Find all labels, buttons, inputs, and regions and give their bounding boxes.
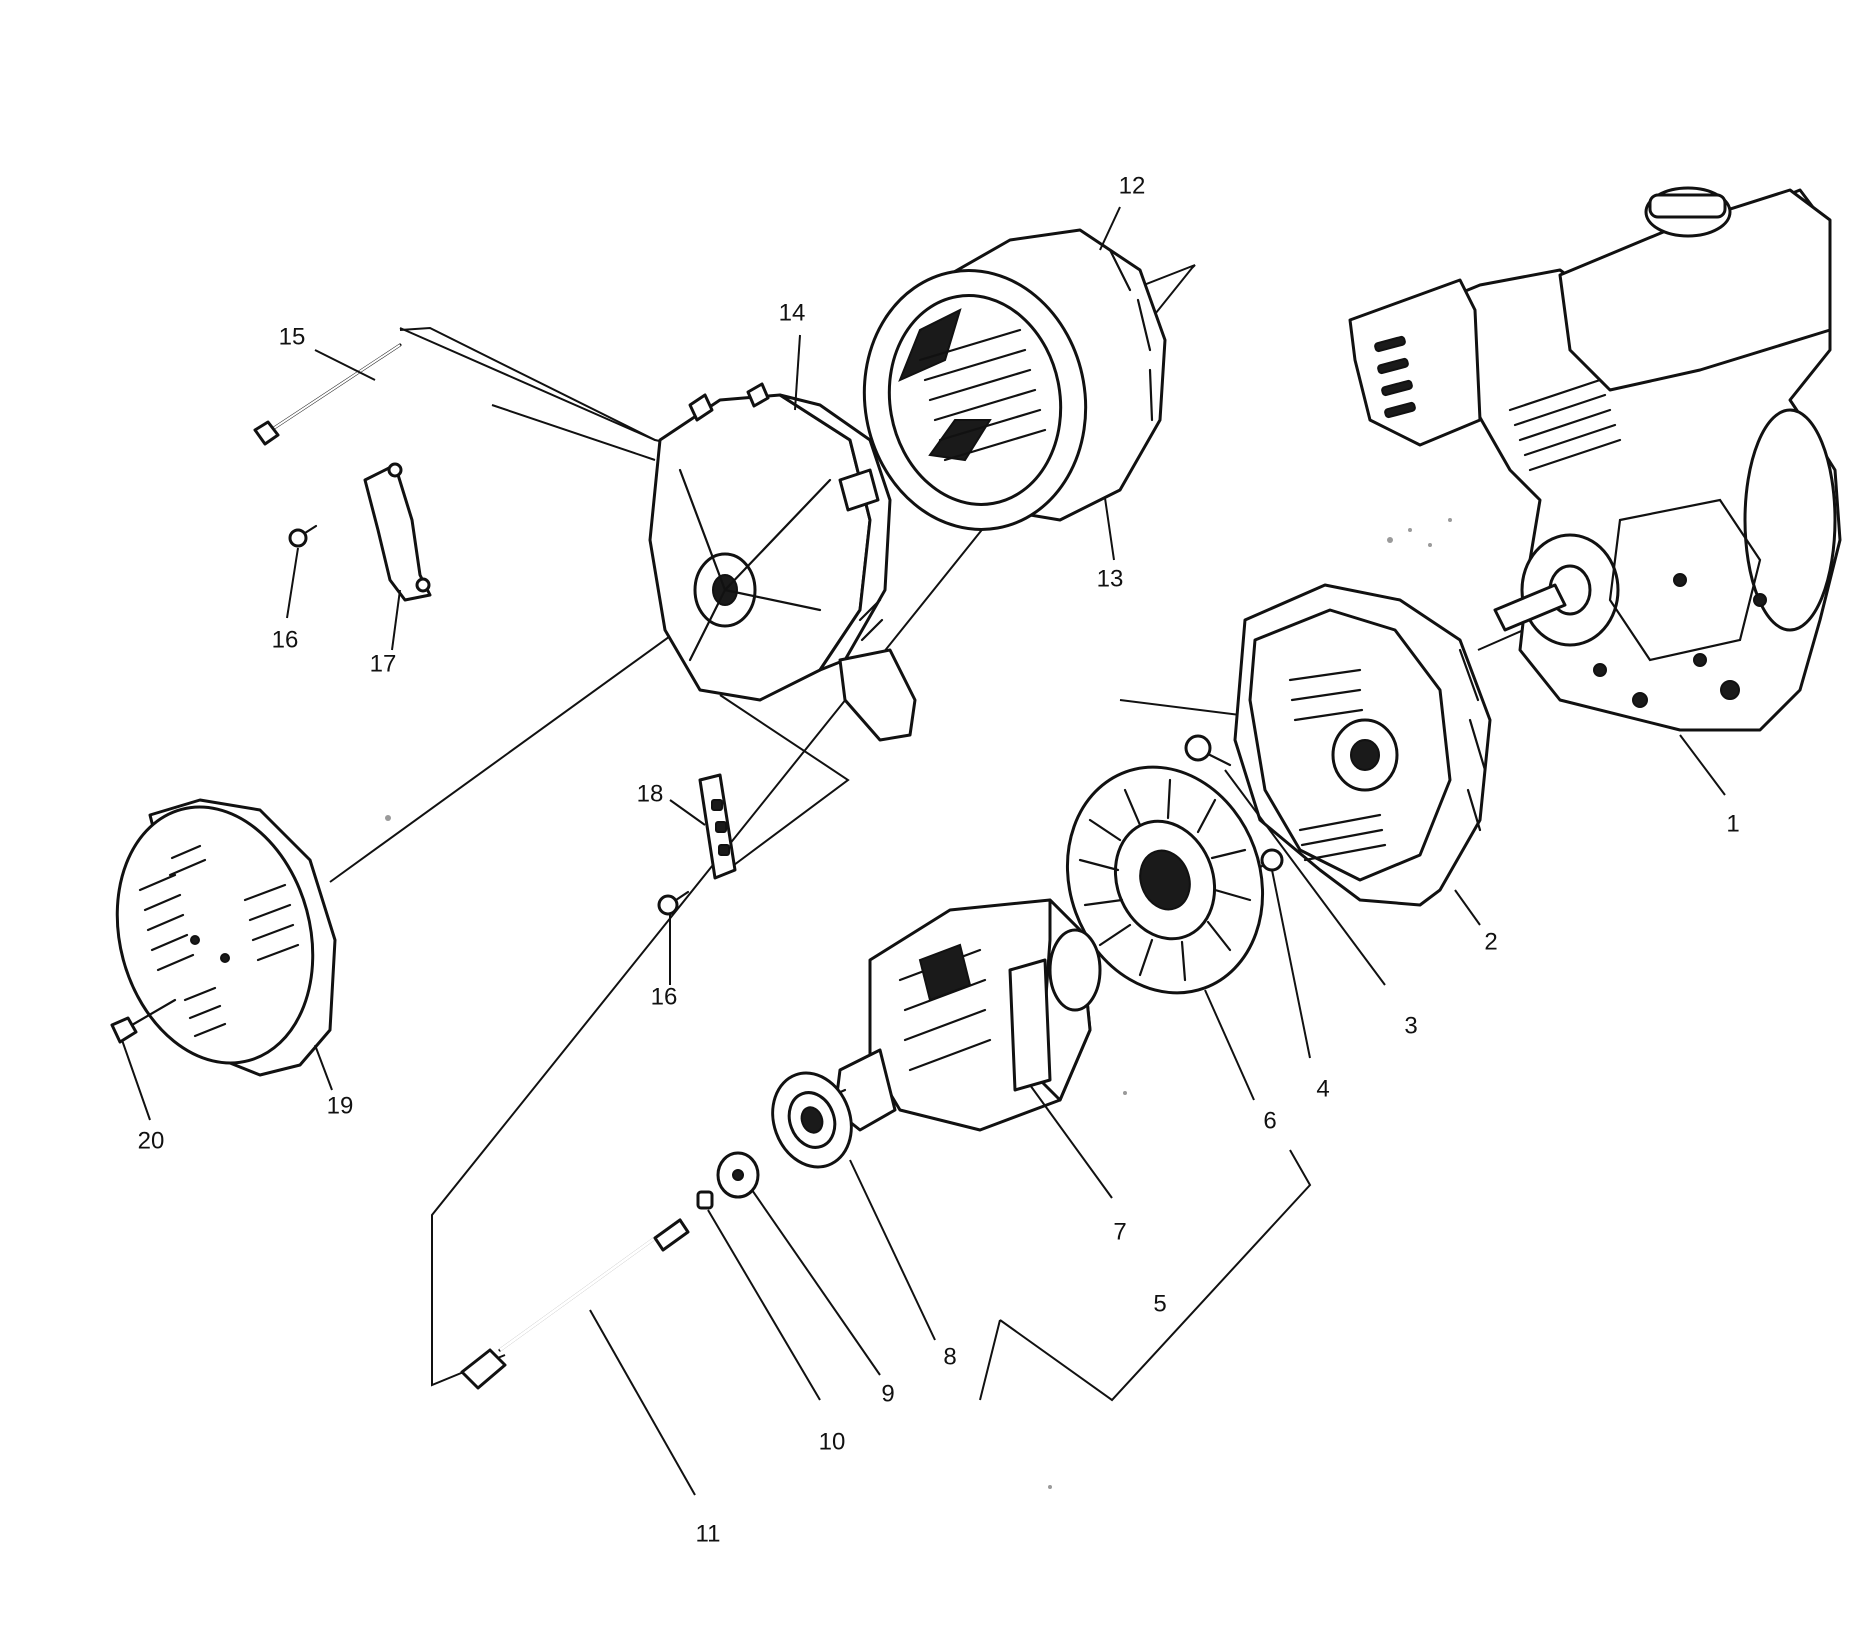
callout-4: 4 [1316,1075,1329,1102]
stator-part-12-13 [862,228,1167,531]
callout-18: 18 [637,780,664,807]
cooling-fan-part-6 [1065,765,1265,995]
screw-part-20 [110,998,177,1044]
callout-1: 1 [1726,810,1739,837]
callout-9: 9 [881,1380,894,1407]
through-bolt-part-11 [460,1218,690,1390]
callout-15: 15 [279,323,306,350]
callout-5: 5 [1153,1290,1166,1317]
nut-part-10 [696,1190,714,1210]
bolt-part-3 [1184,734,1232,767]
long-bolt-part-15 [253,343,402,446]
rotor-part-7 [798,898,1102,1132]
screw-part-16-lower [657,890,690,916]
screw-part-16-upper [288,524,318,548]
brush-cover-part-17 [363,462,432,602]
callout-11: 11 [696,1520,721,1547]
engine-part-1 [1348,186,1842,732]
callout-14: 14 [779,299,806,326]
callout-16-upper: 16 [272,626,299,653]
callout-7: 7 [1113,1218,1126,1245]
end-cover-part-19 [115,798,337,1077]
leader-lines [121,206,1726,1496]
adapter-housing-part-2 [1233,583,1492,907]
callout-6: 6 [1263,1107,1276,1134]
callout-3: 3 [1404,1012,1417,1039]
callout-2: 2 [1484,928,1497,955]
callout-20: 20 [138,1127,165,1154]
callout-12: 12 [1119,172,1146,199]
callout-17: 17 [370,650,397,677]
callout-8: 8 [943,1343,956,1370]
callout-13: 13 [1097,565,1124,592]
scan-noise [385,518,1452,1489]
callout-16-lower: 16 [651,983,678,1010]
callout-labels: 1 2 3 4 5 6 7 8 9 10 11 12 13 14 15 16 1… [138,172,1740,1547]
washer-part-9 [716,1151,760,1199]
callout-10: 10 [819,1428,846,1455]
rear-bracket-part-14 [648,382,917,742]
bearing-part-8 [771,1071,853,1169]
callout-19: 19 [327,1092,354,1119]
brush-holder-part-18 [698,773,737,880]
